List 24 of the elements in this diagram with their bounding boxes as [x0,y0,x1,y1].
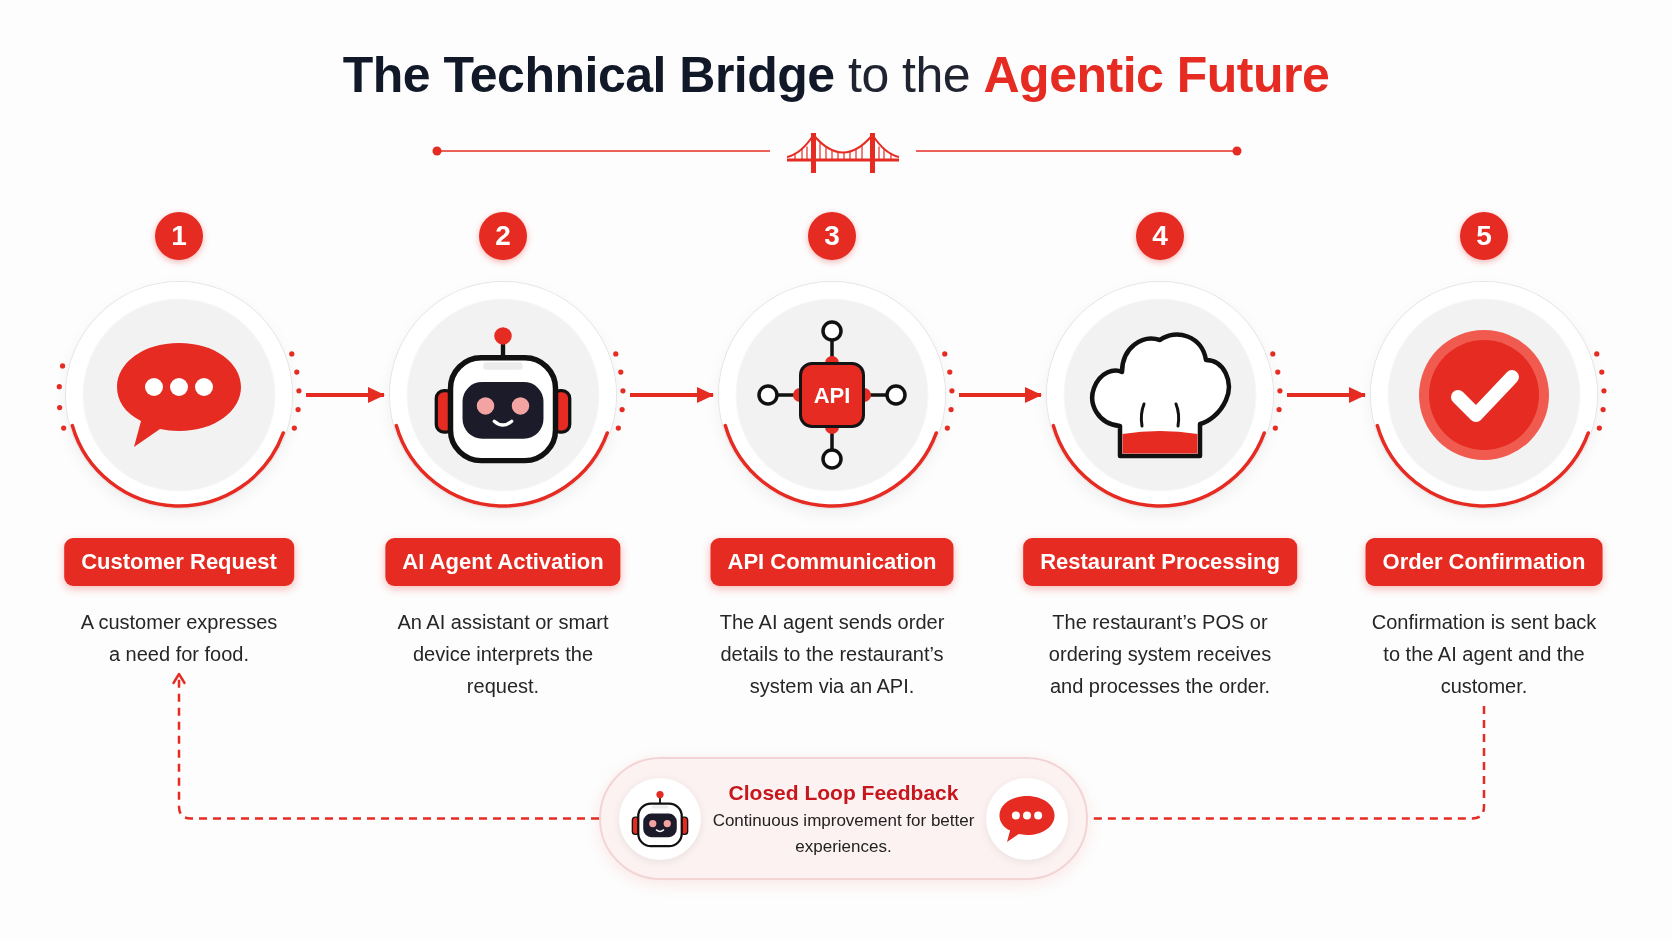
step-title-tag: Order Confirmation [1365,538,1603,586]
number-badge: 2 [479,212,527,260]
dashed-arrow [172,672,599,820]
feedback-title: Closed Loop Feedback [728,779,959,806]
number-badge: 4 [1136,212,1184,260]
arrow [630,387,714,403]
step-title-tag: AI Agent Activation [385,538,621,586]
step-description: The restaurant’s POS or ordering system receives and processes the order. [1040,606,1280,702]
step-title-tag: Customer Request [64,538,294,586]
step-description: The AI agent sends order details to the restaurant’s system via an API. [712,606,952,702]
api-tag: API [799,362,865,428]
step-title-tag: Restaurant Processing [1023,538,1297,586]
feedback-description: Continuous improvement for better experiences. [711,809,976,858]
number-badge: 3 [808,212,856,260]
number-badge: 1 [155,212,203,260]
step-description: A customer expresses a need for food. [76,606,282,670]
step-title-tag: API Communication [710,538,954,586]
step-description: Confirmation is sent back to the AI agent and the customer. [1366,606,1602,702]
page-title: The Technical Bridge to the Agentic Future [341,46,1331,105]
step-description: An AI assistant or smart device interprets the request. [383,606,623,702]
arrow [1287,387,1366,403]
number-badge: 5 [1460,212,1508,260]
arrow [959,387,1042,403]
arrow [306,387,385,403]
